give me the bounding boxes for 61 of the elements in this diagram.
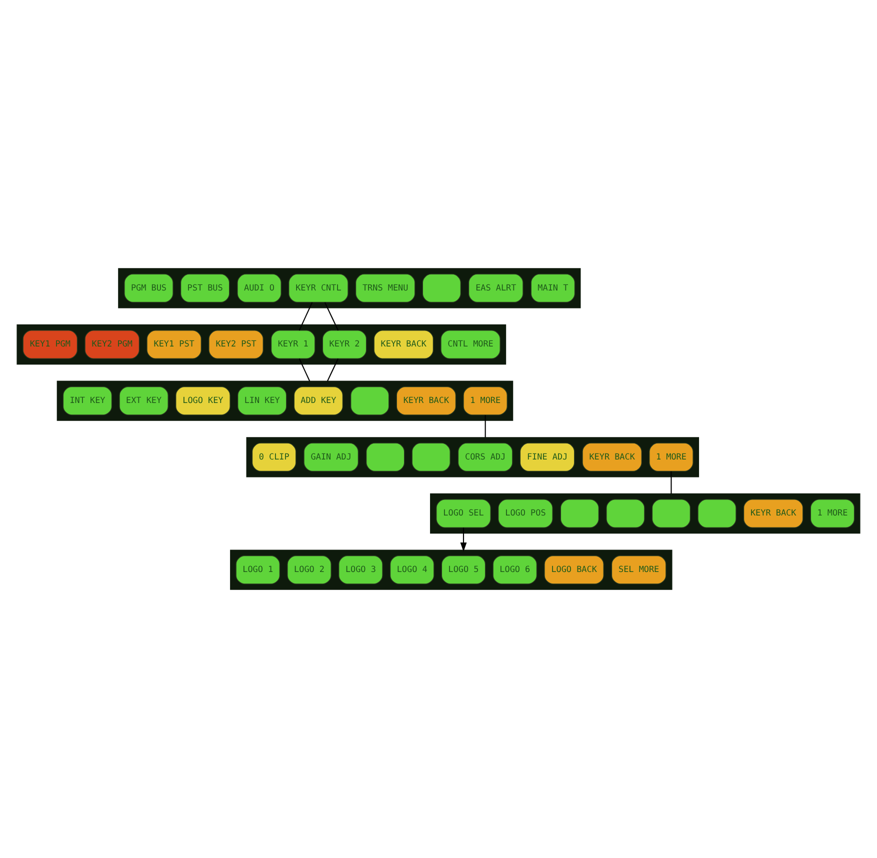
connector (298, 358, 310, 382)
node-box: EAS ALRT (468, 274, 524, 303)
cluster (246, 437, 700, 478)
connector (326, 358, 339, 382)
cluster (430, 493, 860, 534)
cluster (16, 324, 506, 365)
node-box: LOGO BACK (544, 555, 604, 584)
node-box (698, 499, 736, 528)
node-box: PGM BUS (124, 274, 174, 303)
node-box: KEY1 PGM (22, 330, 78, 359)
node-box: LOGO KEY (176, 386, 230, 416)
node-box: 1 MORE (463, 386, 508, 416)
node-box (350, 386, 390, 416)
node-box: 1 MORE (649, 442, 694, 472)
node-box: FINE ADJ (520, 442, 575, 472)
node-box: CNTL MORE (440, 330, 500, 359)
node-box: KEYR BACK (396, 386, 456, 416)
node-box (366, 442, 405, 472)
node-box: LOGO 3 (338, 555, 383, 584)
node-box: LOGO 4 (390, 555, 434, 584)
node-box: LOGO 5 (441, 555, 486, 584)
node-box: LOGO SEL (436, 499, 491, 528)
node-box: 0 CLIP (252, 442, 296, 472)
node-box: KEYR BACK (582, 442, 642, 472)
node-box: ADD KEY (294, 386, 344, 416)
node-box: EXT KEY (119, 386, 168, 416)
node-box: TRNS MENU (355, 274, 416, 303)
cluster (230, 550, 672, 590)
node-box: KEY2 PST (208, 330, 264, 359)
node-box (606, 499, 645, 528)
node-box: KEY2 PGM (84, 330, 140, 359)
node-box: AUDI O (237, 274, 282, 303)
node-box: KEYR 2 (322, 330, 367, 359)
connector (298, 302, 313, 331)
node-box: KEYR 1 (270, 330, 316, 359)
node-box: LOGO 6 (492, 555, 538, 584)
node-box: KEYR BACK (743, 499, 804, 528)
node-box (422, 274, 462, 303)
node-box: KEYR BACK (374, 330, 434, 359)
node-box: LIN KEY (237, 386, 287, 416)
connector (484, 415, 486, 438)
cluster (118, 268, 581, 308)
node-box: CORS ADJ (458, 442, 513, 472)
node-box: LOGO POS (498, 499, 553, 528)
node-box: LOGO 2 (287, 555, 332, 584)
node-box: KEY1 PST (146, 330, 202, 359)
cluster (56, 380, 514, 421)
node-box: GAIN ADJ (304, 442, 359, 472)
node-box: PST BUS (180, 274, 230, 303)
arrow (460, 528, 467, 552)
node-box: SEL MORE (611, 555, 666, 584)
node-box: KEYR CNTL (288, 274, 348, 303)
connector (324, 302, 339, 331)
node-box (412, 442, 450, 472)
node-box: INT KEY (62, 386, 112, 416)
node-box (560, 499, 600, 528)
node-box: 1 MORE (810, 499, 855, 528)
node-box: MAIN T (530, 274, 576, 303)
node-box: LOGO 1 (236, 555, 280, 584)
connector (670, 471, 672, 494)
node-box (652, 499, 691, 528)
